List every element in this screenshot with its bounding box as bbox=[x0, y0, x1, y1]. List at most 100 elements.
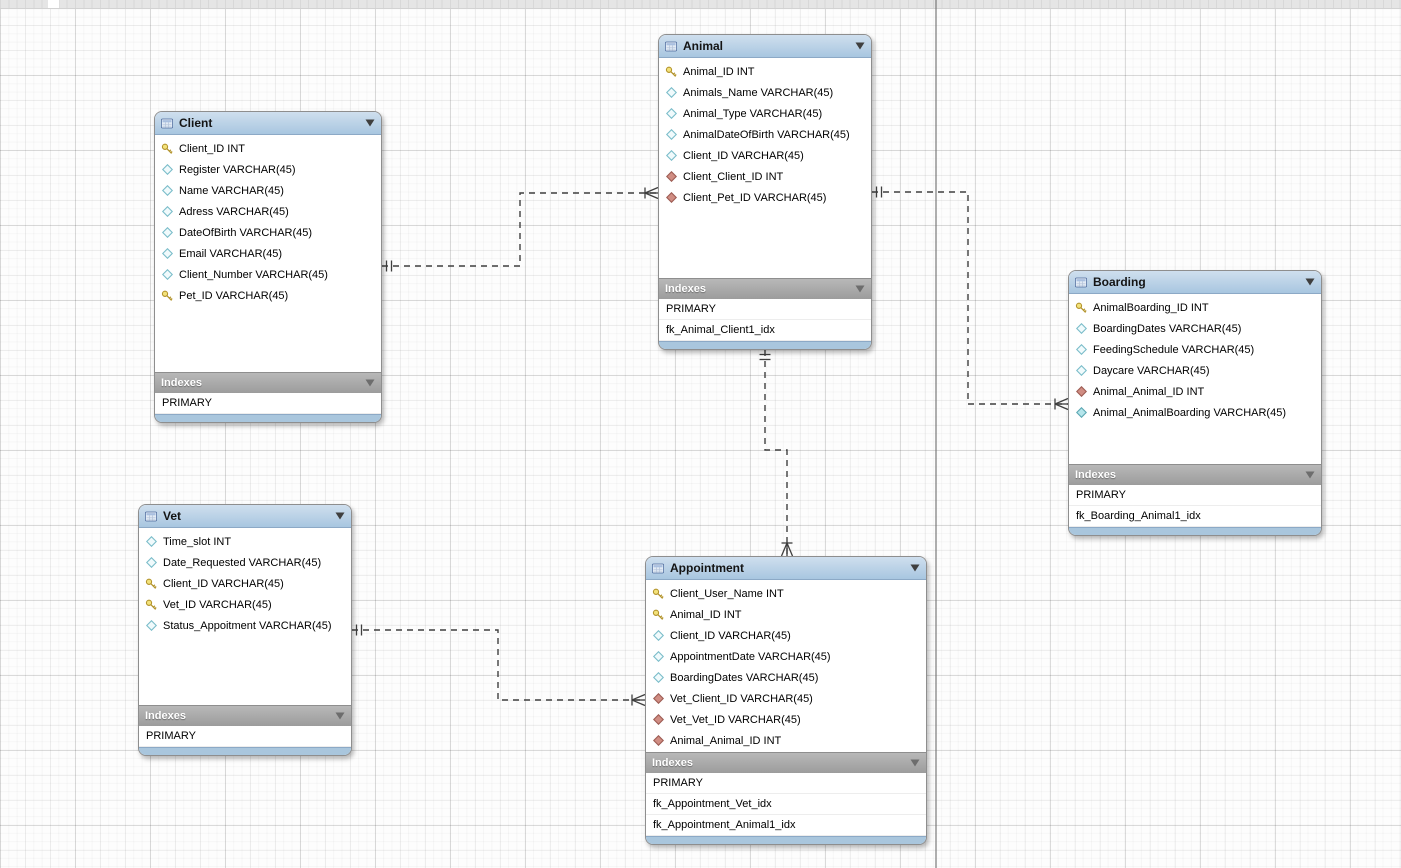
indexes-header[interactable]: Indexes bbox=[659, 278, 871, 299]
column-label: Vet_ID VARCHAR(45) bbox=[163, 598, 272, 611]
indexes-header[interactable]: Indexes bbox=[1069, 464, 1321, 485]
diamond-outline-icon bbox=[665, 150, 677, 161]
column-label: Client_ID INT bbox=[179, 142, 246, 155]
column-label: Pet_ID VARCHAR(45) bbox=[179, 289, 289, 302]
indexes-header[interactable]: Indexes bbox=[139, 705, 351, 726]
table-header[interactable]: Vet bbox=[139, 505, 351, 528]
column-label: Client_Number VARCHAR(45) bbox=[179, 268, 328, 281]
column-label: FeedingSchedule VARCHAR(45) bbox=[1093, 343, 1255, 356]
table-header[interactable]: Client bbox=[155, 112, 381, 135]
table-title: Appointment bbox=[670, 561, 744, 575]
columns-section: AnimalBoarding_ID INT BoardingDates VARCH… bbox=[1069, 294, 1321, 464]
indexes-label: Indexes bbox=[145, 710, 186, 722]
key-icon bbox=[1075, 302, 1087, 314]
column-label: Animal_Animal_ID INT bbox=[670, 734, 782, 747]
index-row: fk_Appointment_Vet_idx bbox=[646, 794, 926, 815]
index-row: fk_Appointment_Animal1_idx bbox=[646, 815, 926, 836]
indexes-collapse-arrow-icon[interactable] bbox=[910, 759, 920, 767]
column-row: AnimalDateOfBirth VARCHAR(45) bbox=[659, 124, 871, 145]
index-row: PRIMARY bbox=[139, 726, 351, 747]
column-label: Animal_Type VARCHAR(45) bbox=[683, 107, 823, 120]
column-row: Client_User_Name INT bbox=[646, 583, 926, 604]
key-icon bbox=[145, 578, 157, 590]
indexes-collapse-arrow-icon[interactable] bbox=[335, 712, 345, 720]
index-row: PRIMARY bbox=[1069, 485, 1321, 506]
key-icon bbox=[161, 290, 173, 302]
indexes-label: Indexes bbox=[652, 757, 693, 769]
diamond-outline-icon bbox=[665, 108, 677, 119]
indexes-header[interactable]: Indexes bbox=[155, 372, 381, 393]
diamond-outline-icon bbox=[652, 630, 664, 641]
collapse-arrow-icon[interactable] bbox=[335, 512, 345, 520]
column-row: Client_ID INT bbox=[155, 138, 381, 159]
key-icon bbox=[652, 609, 664, 621]
animal-appointment-relationship[interactable] bbox=[759, 350, 794, 557]
diamond-teal-fk-icon bbox=[1075, 407, 1087, 418]
diamond-outline-icon bbox=[161, 185, 173, 196]
vet-appointment-relationship[interactable] bbox=[352, 624, 646, 707]
indexes-collapse-arrow-icon[interactable] bbox=[365, 379, 375, 387]
column-row: DateOfBirth VARCHAR(45) bbox=[155, 222, 381, 243]
table-footer bbox=[139, 747, 351, 755]
index-row: PRIMARY bbox=[646, 773, 926, 794]
column-row: Date_Requested VARCHAR(45) bbox=[139, 552, 351, 573]
column-row: FeedingSchedule VARCHAR(45) bbox=[1069, 339, 1321, 360]
column-label: Time_slot INT bbox=[163, 535, 232, 548]
column-label: AnimalBoarding_ID INT bbox=[1093, 301, 1209, 314]
diamond-outline-icon bbox=[161, 206, 173, 217]
column-row: Client_Pet_ID VARCHAR(45) bbox=[659, 187, 871, 208]
column-row: BoardingDates VARCHAR(45) bbox=[1069, 318, 1321, 339]
client-animal-relationship[interactable] bbox=[382, 186, 659, 272]
column-label: Animal_AnimalBoarding VARCHAR(45) bbox=[1093, 406, 1286, 419]
animal-boarding-relationship[interactable] bbox=[872, 186, 1069, 411]
column-row: Client_Number VARCHAR(45) bbox=[155, 264, 381, 285]
column-row: AnimalBoarding_ID INT bbox=[1069, 297, 1321, 318]
column-label: Daycare VARCHAR(45) bbox=[1093, 364, 1210, 377]
column-label: Animal_ID INT bbox=[683, 65, 755, 78]
more-columns-indicator[interactable]: 1 more... bbox=[646, 751, 926, 752]
table-header[interactable]: Appointment bbox=[646, 557, 926, 580]
ruler-strip bbox=[0, 0, 1401, 9]
column-label: Date_Requested VARCHAR(45) bbox=[163, 556, 322, 569]
diamond-outline-icon bbox=[161, 227, 173, 238]
key-icon bbox=[665, 66, 677, 78]
column-row: Animal_Animal_ID INT bbox=[646, 730, 926, 751]
column-row: Animal_Animal_ID INT bbox=[1069, 381, 1321, 402]
collapse-arrow-icon[interactable] bbox=[1305, 278, 1315, 286]
table-header[interactable]: Animal bbox=[659, 35, 871, 58]
column-row: Animal_AnimalBoarding VARCHAR(45) bbox=[1069, 402, 1321, 423]
diamond-red-fk-icon bbox=[1075, 386, 1087, 397]
column-label: Status_Appoitment VARCHAR(45) bbox=[163, 619, 332, 632]
indexes-collapse-arrow-icon[interactable] bbox=[1305, 471, 1315, 479]
column-label: DateOfBirth VARCHAR(45) bbox=[179, 226, 313, 239]
column-row: Animal_Type VARCHAR(45) bbox=[659, 103, 871, 124]
column-label: Client_ID VARCHAR(45) bbox=[683, 149, 804, 162]
diamond-outline-icon bbox=[161, 164, 173, 175]
column-label: Client_User_Name INT bbox=[670, 587, 784, 600]
table-footer bbox=[646, 836, 926, 844]
collapse-arrow-icon[interactable] bbox=[365, 119, 375, 127]
table-header[interactable]: Boarding bbox=[1069, 271, 1321, 294]
collapse-arrow-icon[interactable] bbox=[855, 42, 865, 50]
column-row: Adress VARCHAR(45) bbox=[155, 201, 381, 222]
table-footer bbox=[155, 414, 381, 422]
table-title: Boarding bbox=[1093, 275, 1146, 289]
table-footer bbox=[1069, 527, 1321, 535]
indexes-collapse-arrow-icon[interactable] bbox=[855, 285, 865, 293]
indexes-header[interactable]: Indexes bbox=[646, 752, 926, 773]
column-row: Vet_ID VARCHAR(45) bbox=[139, 594, 351, 615]
column-row: Client_ID VARCHAR(45) bbox=[646, 625, 926, 646]
column-label: BoardingDates VARCHAR(45) bbox=[670, 671, 819, 684]
column-row: BoardingDates VARCHAR(45) bbox=[646, 667, 926, 688]
table-title: Client bbox=[179, 116, 213, 130]
diamond-outline-icon bbox=[145, 557, 157, 568]
collapse-arrow-icon[interactable] bbox=[910, 564, 920, 572]
